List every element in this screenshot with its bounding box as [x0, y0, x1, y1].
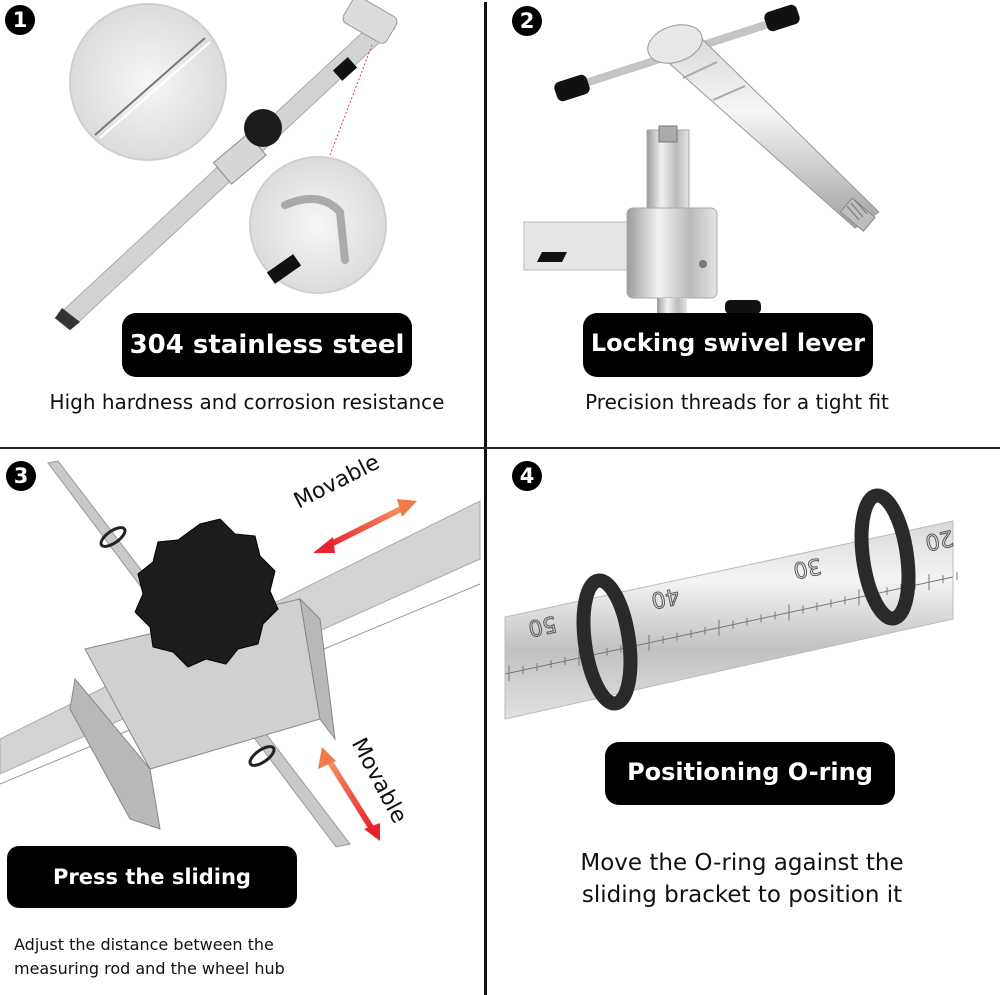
panel-stainless-steel: 1 304 stainless steel High hardnes — [0, 0, 484, 447]
horizontal-divider — [0, 447, 1000, 449]
step-number-badge: 4 — [512, 461, 542, 491]
handle-grip-right — [764, 4, 800, 32]
feature-badge: Positioning O-ring — [605, 742, 895, 805]
panel-sliding-bracket: 3 Mo — [0, 449, 484, 995]
swivel-post — [646, 129, 690, 211]
feature-badge: Locking swivel lever — [583, 313, 873, 377]
set-screw — [699, 260, 707, 268]
step-number-badge: 2 — [512, 6, 542, 36]
gauge-head — [342, 0, 398, 44]
step-number-badge: 1 — [5, 5, 35, 35]
vertical-divider — [484, 2, 487, 995]
o-ring — [99, 526, 127, 548]
movable-arrow-horizontal — [313, 499, 417, 553]
sliding-bracket-illustration — [0, 460, 481, 848]
caption-line: sliding bracket to position it — [581, 882, 903, 908]
stainless-steel-gauge-illustration — [54, 0, 398, 331]
feature-badge: 304 stainless steel — [122, 313, 412, 377]
lower-lever-grip — [725, 300, 761, 314]
knob — [244, 109, 282, 147]
feature-caption: Adjust the distance between the measurin… — [14, 933, 344, 981]
caption-line: Move the O-ring against the — [580, 850, 904, 876]
threaded-tip — [839, 197, 876, 232]
positioning-o-ring-illustration: 50 40 30 20 — [504, 488, 958, 720]
bar-end-cap — [55, 308, 80, 330]
zoom-detail-bar-edge — [69, 3, 227, 161]
brand-sticker — [332, 57, 358, 81]
panel-locking-lever: 2 Locking swivel le — [487, 0, 1000, 447]
step-number-badge: 3 — [6, 461, 36, 491]
panel-positioning-o-ring: 4 50 40 30 20 Positioning O-ring Move th… — [487, 449, 1000, 995]
o-ring — [248, 745, 276, 767]
caption-line: measuring rod and the wheel hub — [14, 959, 285, 978]
movable-arrow-vertical — [318, 747, 380, 841]
locking-swivel-lever-illustration — [523, 4, 880, 318]
handle-grip-left — [554, 74, 590, 102]
measuring-rod — [504, 520, 954, 720]
feature-badge: Press the sliding bracket — [7, 846, 297, 951]
zoom-detail-weld — [249, 156, 387, 294]
feature-caption: High hardness and corrosion resistance — [49, 390, 445, 414]
star-knob — [134, 518, 279, 668]
feature-caption: Move the O-ring against the sliding brac… — [527, 847, 957, 911]
o-ring-right — [854, 488, 916, 626]
feature-caption: Precision threads for a tight fit — [585, 390, 889, 414]
o-ring-left — [576, 573, 638, 711]
caption-line: Adjust the distance between the — [14, 935, 274, 954]
swivel-block — [626, 207, 718, 299]
gauge-arm — [523, 221, 635, 271]
